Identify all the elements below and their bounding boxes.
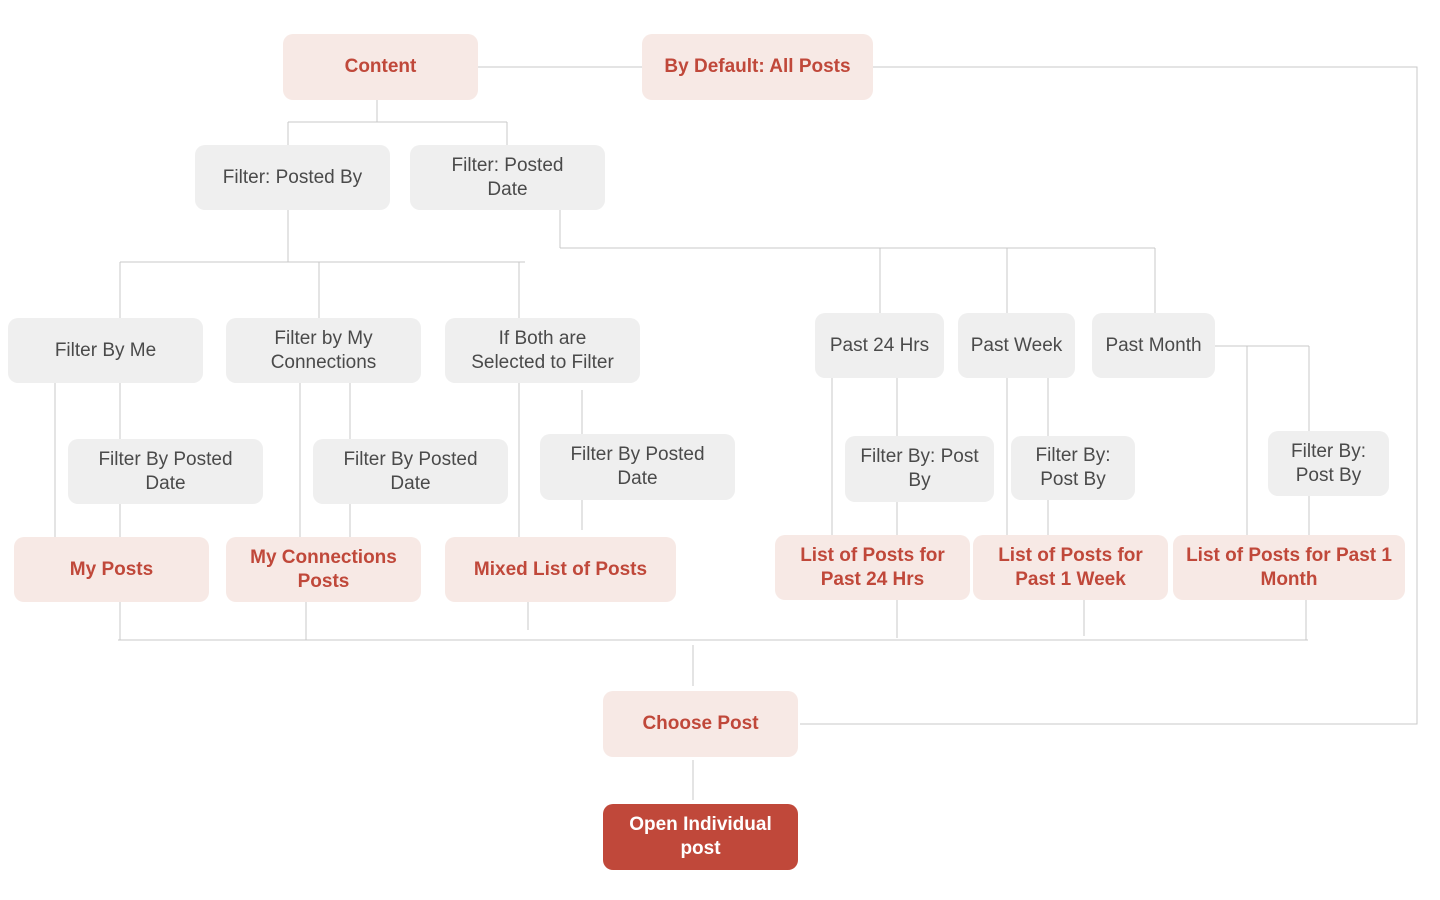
mixed-list-node[interactable]: Mixed List of Posts — [445, 537, 676, 602]
past-24-hrs-node[interactable]: Past 24 Hrs — [815, 313, 944, 378]
post-by-week-node[interactable]: Filter By: Post By — [1011, 436, 1135, 500]
filter-posted-date-me-node[interactable]: Filter By Posted Date — [68, 439, 263, 504]
choose-post-node[interactable]: Choose Post — [603, 691, 798, 757]
filter-posted-date-node[interactable]: Filter: Posted Date — [410, 145, 605, 210]
connector — [800, 66, 1418, 725]
past-month-node[interactable]: Past Month — [1092, 313, 1215, 378]
default-all-posts-node[interactable]: By Default: All Posts — [642, 34, 873, 100]
list-24-hrs-node[interactable]: List of Posts for Past 24 Hrs — [775, 535, 970, 600]
post-by-month-node[interactable]: Filter By: Post By — [1268, 431, 1389, 496]
filter-posted-by-node[interactable]: Filter: Posted By — [195, 145, 390, 210]
my-connections-posts-node[interactable]: My Connections Posts — [226, 537, 421, 602]
filter-by-me-node[interactable]: Filter By Me — [8, 318, 203, 383]
list-1-week-node[interactable]: List of Posts for Past 1 Week — [973, 535, 1168, 600]
list-1-month-node[interactable]: List of Posts for Past 1 Month — [1173, 535, 1405, 600]
content-node[interactable]: Content — [283, 34, 478, 100]
filter-posted-date-both-node[interactable]: Filter By Posted Date — [540, 434, 735, 500]
filter-both-node[interactable]: If Both are Selected to Filter — [445, 318, 640, 383]
my-posts-node[interactable]: My Posts — [14, 537, 209, 602]
filter-posted-date-connections-node[interactable]: Filter By Posted Date — [313, 439, 508, 504]
past-week-node[interactable]: Past Week — [958, 313, 1075, 378]
filter-by-connections-node[interactable]: Filter by My Connections — [226, 318, 421, 383]
post-by-24-node[interactable]: Filter By: Post By — [845, 436, 994, 502]
open-individual-post-button[interactable]: Open Individual post — [603, 804, 798, 870]
